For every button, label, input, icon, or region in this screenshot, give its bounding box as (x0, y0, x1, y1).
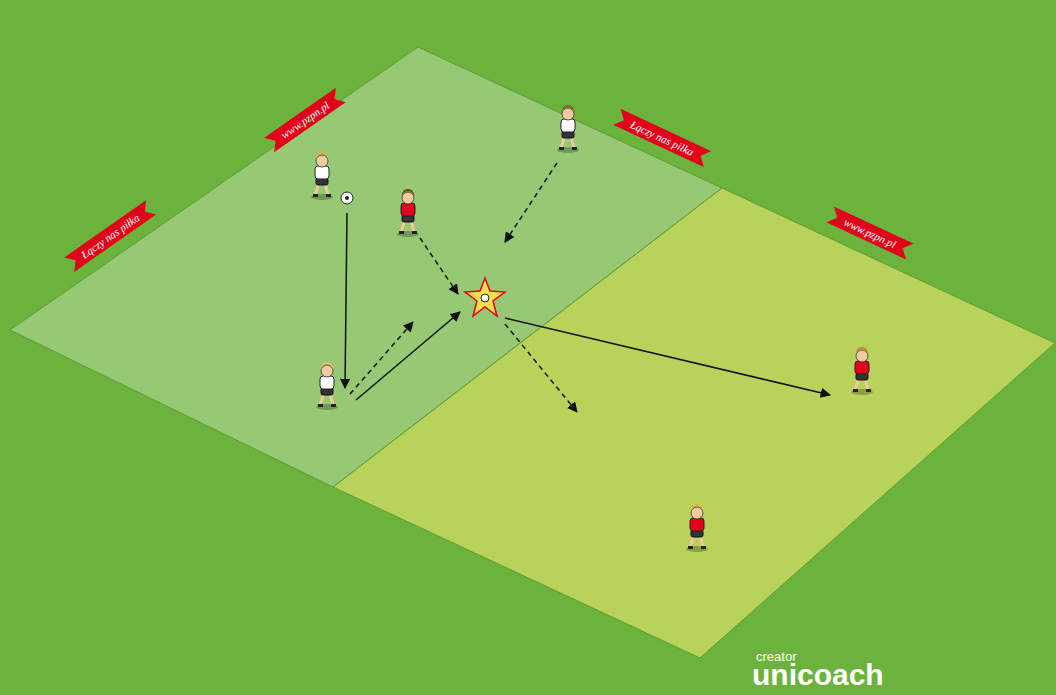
banner-text: Łączy nas piłka (628, 118, 695, 158)
sponsor-banner: Łączy nas piłka (613, 109, 712, 168)
players (311, 105, 873, 552)
banner-text: www.pzpn.pl (279, 99, 332, 141)
player-figure (316, 362, 338, 410)
banner-text: Łączy nas piłka (79, 211, 142, 260)
sponsor-banner: www.pzpn.pl (264, 87, 346, 152)
movement-arrows (345, 163, 830, 412)
player-figure (851, 347, 873, 395)
player-figure (686, 504, 708, 552)
player-figure (397, 189, 419, 237)
sponsor-banner: Łączy nas piłka (64, 200, 157, 272)
sponsor-banner: www.pzpn.pl (826, 206, 913, 260)
banner-text: www.pzpn.pl (842, 216, 898, 251)
ball (341, 192, 353, 204)
player-figure (311, 152, 333, 200)
logo-text: unicoach (752, 660, 884, 690)
player-figure (557, 105, 579, 153)
zone-right (333, 188, 1055, 658)
star-marker (465, 278, 505, 316)
